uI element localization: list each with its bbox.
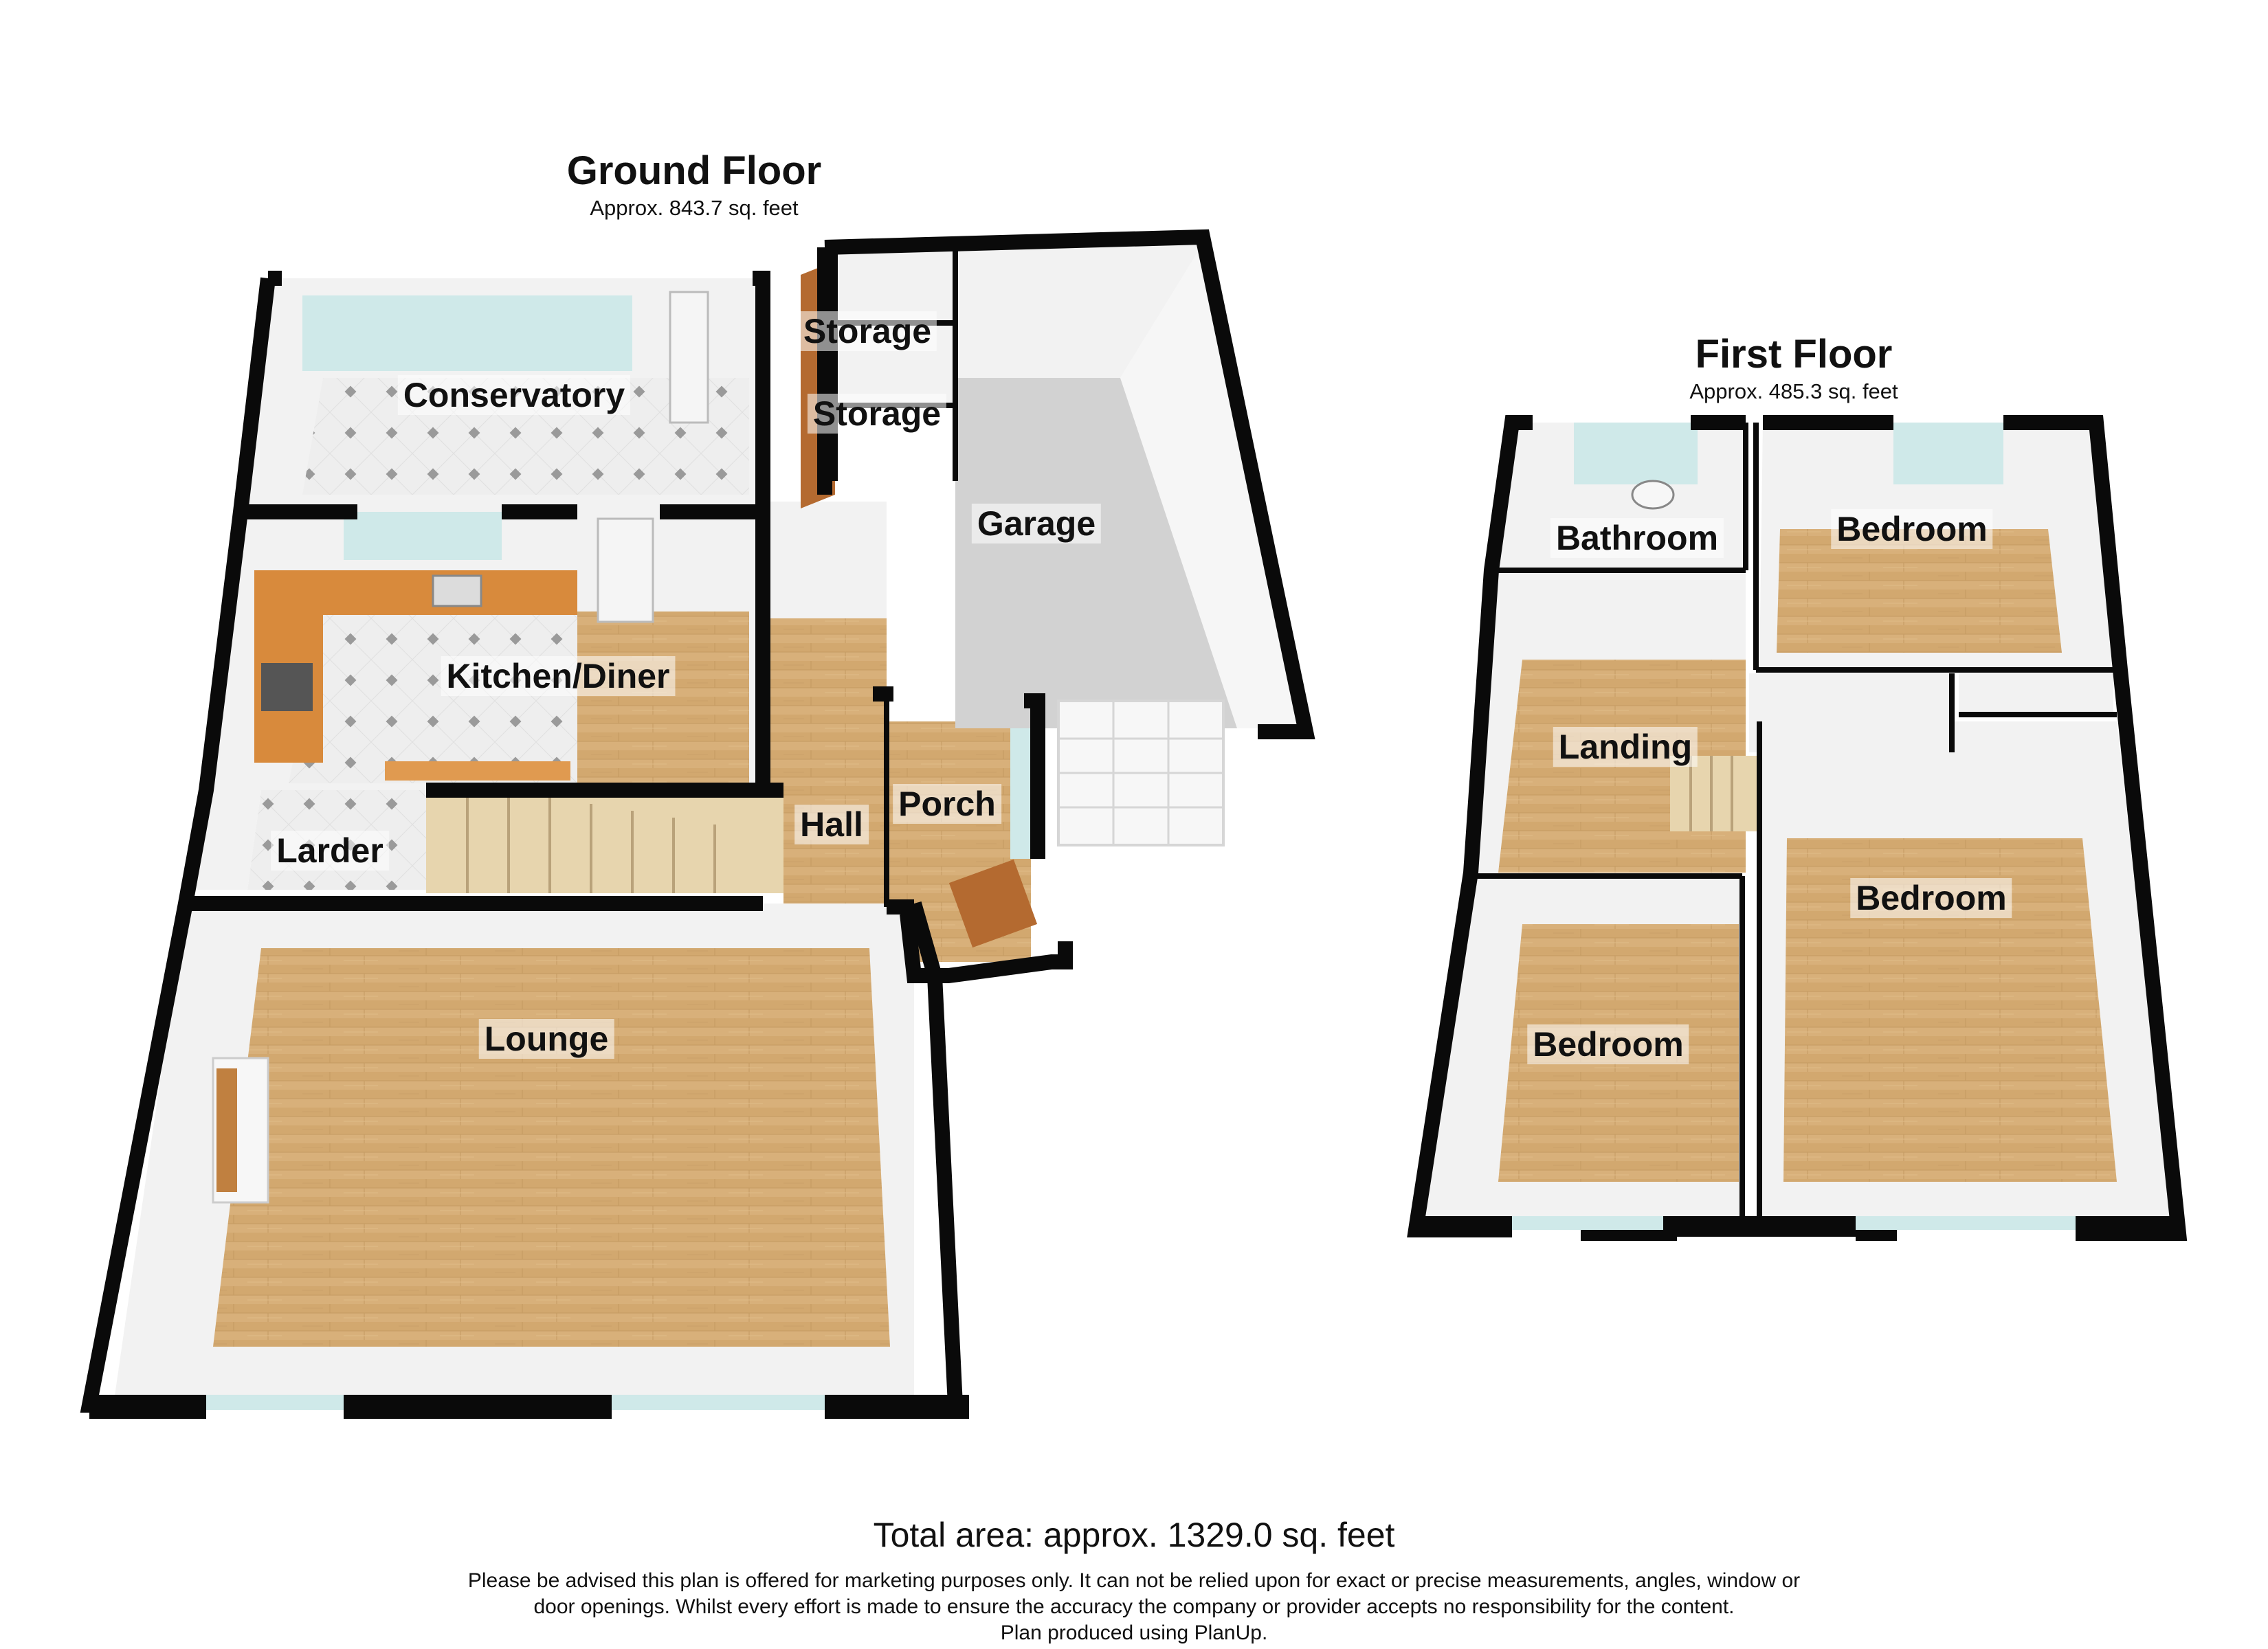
kitchen-worktop	[254, 570, 577, 763]
ground-floor-area: Approx. 843.7 sq. feet	[590, 196, 799, 220]
disclaimer: Please be advised this plan is offered f…	[378, 1568, 1890, 1646]
disclaimer-line-1: Please be advised this plan is offered f…	[467, 1569, 1801, 1592]
room-label-lounge: Lounge	[478, 1019, 614, 1059]
lounge-front-walls	[89, 1395, 969, 1419]
garage-floor	[955, 378, 1237, 728]
kitchen-counter	[385, 761, 570, 781]
storage-upper	[835, 244, 955, 323]
ground-stairs	[426, 790, 783, 893]
first-floor-title: First Floor	[1695, 332, 1893, 377]
kitchen-floor-wood	[577, 612, 749, 783]
bedroom-right-floor	[1783, 838, 2117, 1182]
total-area: Total area: approx. 1329.0 sq. feet	[873, 1516, 1395, 1554]
hall-wall	[763, 502, 887, 618]
garage-side-wall	[1120, 244, 1299, 728]
ground-floor-walls	[80, 229, 1315, 1413]
first-floor-front-windows	[1512, 1216, 2076, 1230]
lounge-floor	[213, 948, 890, 1347]
kitchen-sink	[432, 574, 482, 607]
room-label-kitchen-diner: Kitchen/Diner	[441, 656, 676, 696]
room-label-porch: Porch	[893, 784, 1001, 824]
kitchen-door	[597, 517, 654, 623]
room-label-storage-lower: Storage	[807, 394, 947, 434]
bathroom-basin	[1631, 480, 1675, 510]
first-floor-stairs	[1670, 756, 1759, 831]
ground-floor-title: Ground Floor	[566, 148, 822, 193]
ground-floor-plan	[80, 229, 1315, 1419]
first-floor-plan	[1407, 415, 2188, 1241]
room-label-bedroom-left: Bedroom	[1527, 1024, 1689, 1064]
larder-wall	[192, 790, 261, 890]
lounge-hearth	[216, 1068, 237, 1192]
room-label-bedroom-top: Bedroom	[1831, 509, 1993, 549]
first-stair-treads	[1689, 756, 1733, 831]
room-label-bedroom-right: Bedroom	[1850, 878, 2012, 918]
conservatory-window	[302, 295, 632, 371]
disclaimer-line-2: door openings. Whilst every effort is ma…	[533, 1595, 1735, 1618]
room-label-landing: Landing	[1553, 727, 1698, 767]
porch-front-door	[948, 859, 1038, 948]
kitchen-window	[344, 512, 502, 560]
room-label-hall: Hall	[794, 805, 869, 844]
room-label-garage: Garage	[971, 504, 1102, 543]
stair-treads	[466, 790, 716, 893]
bathroom-window	[1574, 423, 1698, 484]
conservatory-door	[669, 291, 709, 424]
first-floor-area: Approx. 485.3 sq. feet	[1689, 379, 1898, 403]
landing-cupboard-2	[1959, 673, 2113, 715]
room-label-conservatory: Conservatory	[397, 375, 631, 415]
bedroom-top-floor	[1777, 529, 2062, 653]
porch-window	[1010, 721, 1031, 859]
disclaimer-line-3: Plan produced using PlanUp.	[1000, 1622, 1268, 1644]
first-floor-thin-walls	[1471, 423, 2117, 1223]
kitchen-floor-tiles	[289, 612, 577, 783]
room-label-larder: Larder	[271, 831, 389, 871]
lounge-front-windows	[206, 1395, 825, 1410]
room-label-bathroom: Bathroom	[1550, 518, 1724, 558]
room-label-storage-upper: Storage	[797, 311, 937, 351]
kitchen-hob	[261, 663, 313, 711]
garage-door-panels	[1058, 701, 1223, 845]
first-floor-front-walls	[1416, 1216, 2179, 1237]
bedroom-top-window	[1893, 423, 2003, 484]
